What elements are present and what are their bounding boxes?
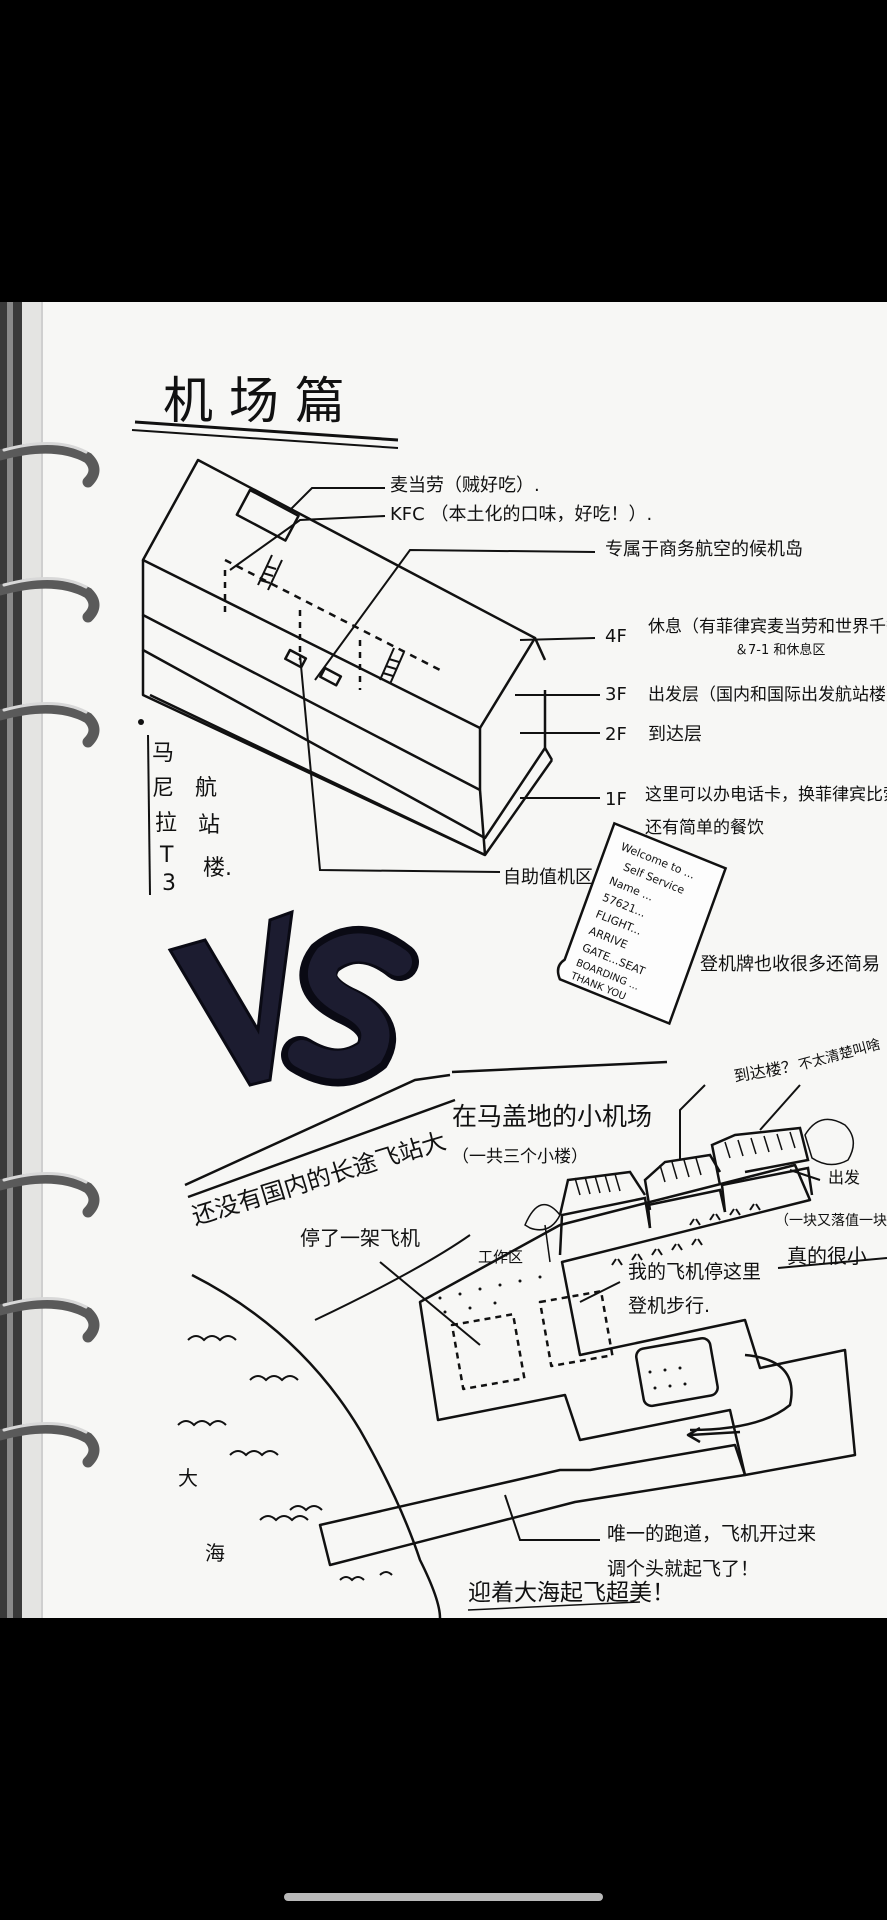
notebook-page	[0, 302, 887, 1618]
runway-note-a: 唯一的跑道，飞机开过来	[607, 1523, 816, 1545]
boarding-pass-note: 登机牌也收很多还简易	[700, 954, 880, 975]
lower-subtitle: （一共三个小楼）	[452, 1147, 588, 1167]
binder-ring-3	[0, 702, 100, 748]
top-black-bar	[0, 0, 887, 302]
label-mcd: 麦当劳（贼好吃）.	[390, 475, 540, 496]
label-depart: 出发	[828, 1168, 860, 1187]
side-vertical-text: 马 尼 拉 T 3 航 站 楼.	[138, 719, 232, 896]
turnaround-arrow	[686, 1426, 741, 1444]
people-marks	[611, 1203, 761, 1266]
side-char: 3	[162, 871, 176, 896]
desc-1f-b: 还有简单的餐饮	[645, 818, 764, 838]
floor-3f: 3F	[605, 684, 627, 705]
runway-note-b: 调个头就起飞了！	[607, 1558, 759, 1580]
side-char: 站	[198, 813, 220, 838]
closing-note: 迎着大海起飞超美！	[468, 1580, 675, 1606]
floor-1f: 1F	[605, 789, 627, 810]
floor-4f: 4F	[605, 626, 627, 647]
desc-4f-b: ＆7-1 和休息区	[735, 642, 825, 658]
sea-char-a: 大	[178, 1466, 198, 1490]
vs-text: VS	[0, 0, 2, 1]
binder-ring-5	[0, 1297, 100, 1343]
terminal-sketch	[141, 458, 554, 857]
roof-hatching	[574, 1131, 796, 1196]
binder-ring-1	[0, 442, 100, 488]
leader-lines	[229, 487, 600, 873]
side-char: 尼	[152, 776, 174, 801]
escalator-icon	[257, 554, 405, 685]
binder-ring-2	[0, 577, 100, 623]
vs-lettering	[167, 909, 419, 1087]
side-char: 航	[195, 776, 217, 801]
desc-3f: 出发层（国内和国际出发航站楼）	[648, 685, 887, 705]
side-char: 拉	[155, 811, 177, 836]
boarding-pass-sketch: Welcome to ... Self Service Name ... 576…	[556, 821, 728, 1026]
tree-sketch	[524, 1118, 854, 1263]
checkin-label: 自助值机区	[503, 867, 593, 888]
floor-2f: 2F	[605, 724, 627, 745]
binder-ring-4	[0, 1172, 100, 1218]
apron-dots	[438, 1275, 542, 1314]
sea-waves	[177, 1335, 393, 1582]
side-char: T	[159, 843, 174, 868]
binder-ring-6	[0, 1422, 100, 1468]
apron-outline	[418, 1163, 857, 1477]
binder-rings	[0, 442, 100, 1468]
bottom-black-bar	[0, 1618, 887, 1920]
lower-title-right: 在马盖地的小机场	[452, 1102, 652, 1131]
note-right-a: （一块又落值一块	[775, 1213, 887, 1229]
title-underline	[134, 420, 399, 442]
terminal-buildings	[558, 1126, 814, 1256]
my-plane-bay	[538, 1289, 614, 1368]
label-kfc: KFC （本土化的口味，好吃！）.	[390, 504, 652, 525]
label-boarding: 登机步行.	[628, 1295, 710, 1317]
side-char: 马	[152, 741, 174, 766]
taxiway	[318, 1443, 747, 1567]
lower-title-lines	[184, 1060, 668, 1199]
sea-char-b: 海	[205, 1541, 225, 1565]
parking-dots	[648, 1366, 687, 1390]
airport-map	[318, 1163, 857, 1567]
page-title: 机 场 篇	[163, 372, 345, 430]
parking-lot	[635, 1336, 719, 1408]
label-my-plane: 我的飞机停这里	[628, 1261, 761, 1283]
shoreline	[191, 1273, 442, 1619]
lower-leader-lines	[314, 1084, 821, 1541]
label-business-lounge: 专属于商务航空的候机岛	[605, 539, 803, 560]
binder-spine	[0, 302, 22, 1618]
desc-1f: 这里可以办电话卡，换菲律宾比索	[645, 785, 887, 805]
parked-plane-bay	[450, 1312, 526, 1391]
label-parked-plane: 停了一架飞机	[300, 1226, 420, 1250]
side-char: 楼.	[203, 856, 232, 881]
desc-4f: 休息（有菲律宾麦当劳和世界千等）	[648, 617, 887, 637]
home-indicator[interactable]	[284, 1893, 603, 1901]
desc-2f: 到达层	[648, 724, 702, 745]
